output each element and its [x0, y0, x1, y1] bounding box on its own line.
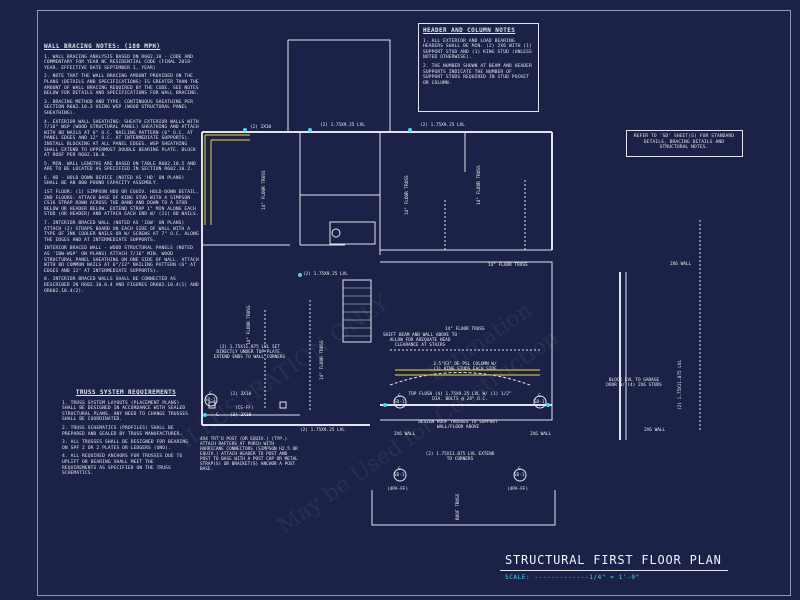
- sd-label: SD-1: [394, 473, 405, 478]
- apa-label: (4PA-FF): [387, 487, 409, 492]
- floor-truss-right: 14" FLOOR TRUSS: [488, 263, 528, 268]
- apa-label: (4PA-FF): [507, 487, 529, 492]
- section-ref: C: [538, 394, 541, 399]
- detail-wall-top: 2x6 WALL: [670, 262, 692, 267]
- island-cabinets: [395, 369, 540, 376]
- kitchen-cabinets: [204, 134, 250, 225]
- detail-lvl: (2) 1.75x11.875 LVL: [678, 359, 683, 410]
- section-ref: C: [398, 394, 401, 399]
- cs-ff: (CS-FF): [235, 406, 254, 411]
- section-marker: [393, 468, 407, 482]
- garage-arc: [389, 372, 531, 386]
- detail-wall-bottom: 2x6 WALL: [644, 428, 666, 433]
- porch-outline: [371, 490, 556, 526]
- wall-label: 2x6 WALL: [394, 432, 416, 437]
- top-flush-note: TOP FLUSH (4) 1.75x9.25 LVL W/ (1) 1/2" …: [408, 392, 512, 402]
- lvl-bottom-left: (2) 1.75x9.25 LVL: [300, 428, 345, 433]
- truss-note: 4. ALL REQUIRED ANCHORS FOR TRUSSES DUE …: [62, 454, 183, 477]
- sheet-scale: SCALE: -------------1/4" = 1'-0": [505, 574, 640, 581]
- sd-label: SD-1: [394, 400, 405, 405]
- section-ref: C: [398, 467, 401, 472]
- wall-bracing-title: WALL BRACING NOTES: (180 MPH): [44, 43, 161, 50]
- floor-truss-label: 14" FLOOR TRUSS: [477, 165, 482, 205]
- stair-treads: [343, 287, 371, 337]
- header-column-note: 1. ALL EXTERIOR AND LOAD BEARING HEADERS…: [423, 38, 532, 61]
- column-note: 3.5"x3" DE PSL COLUMN W/ (1) KING STUDS …: [433, 362, 497, 372]
- lvl-left-note: (2) 1.75x11.875 LVL SET DIRECTLY UNDER T…: [213, 345, 286, 360]
- wall-bracing-note: 2. NOTE THAT THE WALL BRACING AMOUNT PRO…: [44, 74, 199, 97]
- top-bay-outline: [288, 39, 391, 132]
- two-2x10: (2) 2x10: [250, 125, 272, 130]
- section-marker: [393, 395, 407, 409]
- section-ref: C: [209, 392, 212, 397]
- wall-bracing-note: 1. WALL BRACING ANALYSIS BASED ON R602.1…: [44, 54, 194, 71]
- truss-note: 2. TRUSS SCHEMATICS (PROFILES) SHALL BE …: [62, 425, 183, 437]
- wall-bracing-note: 8. INTERIOR BRACED WALLS SHALL BE CONNEC…: [44, 277, 199, 294]
- wall-bracing-note: 3. BRACING METHOD AND TYPE: CONTINUOUS S…: [44, 99, 194, 116]
- bathroom-outline: [329, 221, 376, 245]
- shift-beam-note: SHIFT BEAM AND WALL ABOVE TO ALLOW FOR A…: [382, 333, 457, 348]
- wall-bracing-note: 7. INTERIOR BRACED WALL (NOTED AS 'IBW' …: [44, 221, 199, 243]
- truss-requirements: TRUSS SYSTEM REQUIREMENTS 1. TRUSS SYSTE…: [62, 390, 190, 480]
- wall-label: 2x6 WALL: [530, 432, 552, 437]
- wall-bracing-note: INTERIOR BRACED WALL - WOOD STRUCTURAL P…: [44, 246, 199, 274]
- sheet-border: [37, 10, 791, 596]
- toilet: [331, 228, 341, 238]
- truss-note: 1. TRUSS SYSTEM LAYOUTS (PLACEMENT PLANS…: [62, 400, 189, 423]
- floor-truss-mid: 14" FLOOR TRUSS: [445, 327, 485, 332]
- marker: [408, 128, 412, 132]
- marker: [383, 403, 387, 407]
- section-ref: C: [216, 413, 219, 418]
- lvl-mid: (2) 1.75x9.25 LVL: [303, 272, 348, 277]
- sd-label: SD-1: [514, 473, 525, 478]
- post-note: 4x4 TRT'D POST (OR EQUIV.) (TYP.) ATTACH…: [200, 437, 298, 472]
- roof-truss-label: ROOF TRUSS: [456, 493, 461, 520]
- sd-label: SD-1: [205, 398, 216, 403]
- marker: [546, 403, 550, 407]
- design-roof-note: DESIGN ROOF TRUSSES TO SUPPORT WALL/FLOO…: [418, 420, 498, 430]
- detail-block-note: BLOCK LVL TO GARAGE DOOR W/ (4) 2x6 STUD…: [606, 378, 662, 388]
- header-column-notes: HEADER AND COLUMN NOTES 1. ALL EXTERIOR …: [423, 28, 533, 89]
- wall-bracing-note: 4. EXTERIOR WALL SHEATHING: SHEATH EXTER…: [44, 119, 199, 159]
- section-marker: [533, 395, 547, 409]
- truss-note: 3. ALL TRUSSES SHALL BE DESIGNED FOR BEA…: [62, 440, 189, 451]
- section-marker: [513, 468, 527, 482]
- lvl-top-left: (2) 1.75x9.25 LVL: [320, 123, 365, 128]
- header-column-box: [418, 23, 539, 112]
- marker: [203, 413, 207, 417]
- two-2x10-b: (2) 2x10: [230, 392, 252, 397]
- two-2x10-c: (2) 2x10: [230, 413, 252, 418]
- title-underline: [500, 570, 728, 571]
- wall-bracing-note: 1ST FLOOR: (1) SIMPSON HDU OR EQUIV. HOL…: [44, 190, 199, 218]
- marker: [243, 128, 247, 132]
- marker: [298, 273, 302, 277]
- lvl-top-right: (2) 1.75x9.25 LVL: [420, 123, 465, 128]
- floor-truss-label: 14" FLOOR TRUSS: [262, 170, 267, 210]
- garage-wall: [380, 261, 553, 421]
- header-column-title: HEADER AND COLUMN NOTES: [423, 27, 516, 34]
- wall-bracing-note: 5. MIN. WALL LENGTHS ARE BASED ON TABLE …: [44, 161, 196, 173]
- lvl-bottom-right: (2) 1.75x11.875 LVL EXTEND TO CORNERS: [425, 452, 495, 462]
- header-column-note: 2. THE NUMBER SHOWN AT BEAM AND HEADER S…: [423, 63, 532, 86]
- floor-truss-label: 14" FLOOR TRUSS: [405, 175, 410, 215]
- sheet-title: STRUCTURAL FIRST FLOOR PLAN: [505, 553, 722, 567]
- section-ref: C: [518, 467, 521, 472]
- post-right: [279, 401, 287, 409]
- refer-note: REFER TO 'SD' SHEET(S) FOR STANDARD DETA…: [633, 134, 735, 151]
- wall-bracing-notes: WALL BRACING NOTES: (180 MPH) 1. WALL BR…: [44, 44, 199, 297]
- truss-title: TRUSS SYSTEM REQUIREMENTS: [75, 389, 177, 396]
- stair-outline: [342, 279, 372, 343]
- sd-label: SD-1: [534, 400, 545, 405]
- floor-truss-label: 14" FLOOR TRUSS: [247, 305, 252, 345]
- marker: [308, 128, 312, 132]
- refer-box: [626, 130, 743, 157]
- section-marker: [204, 393, 218, 407]
- wall-bracing-note: 6. HD - HOLD DOWN DEVICE (NOTED AS 'HD' …: [44, 175, 185, 187]
